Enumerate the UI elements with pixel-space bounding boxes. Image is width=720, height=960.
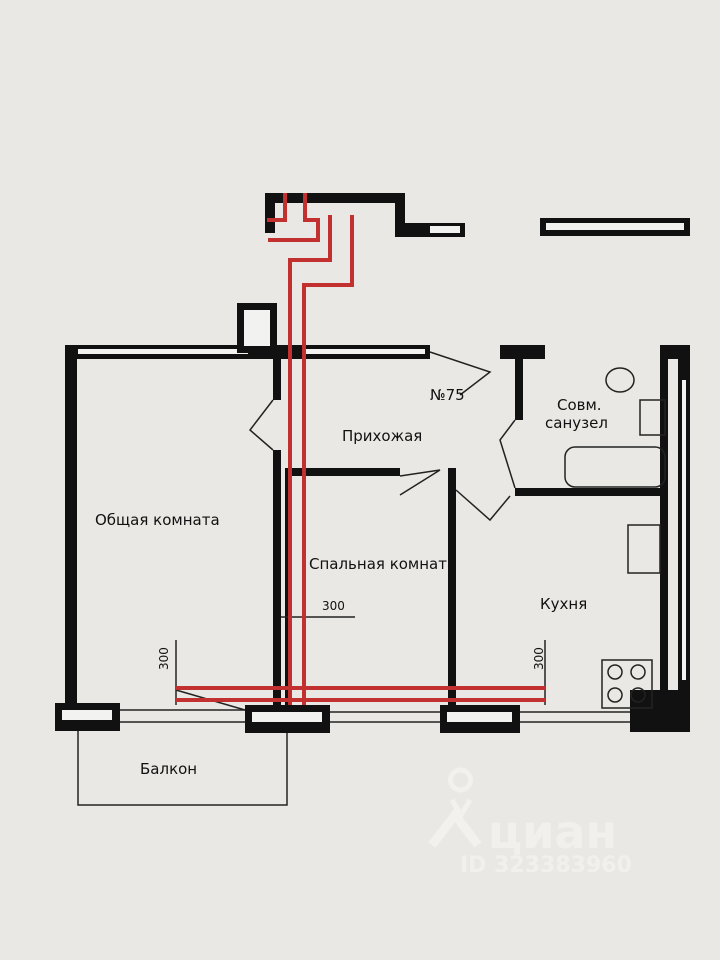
cian-logo-icon: [428, 807, 482, 848]
dimension-bedroom: 300: [322, 599, 345, 613]
label-bedroom: Спальная комната: [309, 555, 456, 573]
room-labels: №75 Прихожая Совм. санузел Общая комната…: [95, 386, 608, 778]
label-balcony: Балкон: [140, 760, 197, 778]
balcony-outline: [77, 731, 288, 806]
dimension-kitchen: 300: [532, 647, 546, 670]
apartment-number: №75: [430, 386, 465, 404]
stove-icon: [601, 659, 653, 709]
walls: [55, 193, 690, 733]
location-pin-icon: [448, 767, 473, 820]
watermark: циан ID 323383960: [428, 767, 632, 878]
bathtub-icon: [564, 446, 666, 488]
doors: [248, 351, 516, 522]
dimension-left: 300: [157, 647, 171, 670]
watermark-brand: циан: [488, 805, 617, 859]
sink-icon: [639, 399, 666, 436]
fixtures: [564, 367, 666, 709]
label-bathroom-line1: Совм.: [557, 396, 602, 414]
label-living-room: Общая комната: [95, 511, 220, 529]
pipes: [176, 193, 545, 705]
dimension-lines: [175, 616, 546, 711]
label-kitchen: Кухня: [540, 595, 587, 613]
kitchen-sink-icon: [627, 524, 661, 574]
label-hallway: Прихожая: [342, 427, 422, 445]
label-bathroom-line2: санузел: [545, 414, 608, 432]
watermark-id: ID 323383960: [460, 853, 632, 878]
toilet-icon: [605, 367, 635, 393]
